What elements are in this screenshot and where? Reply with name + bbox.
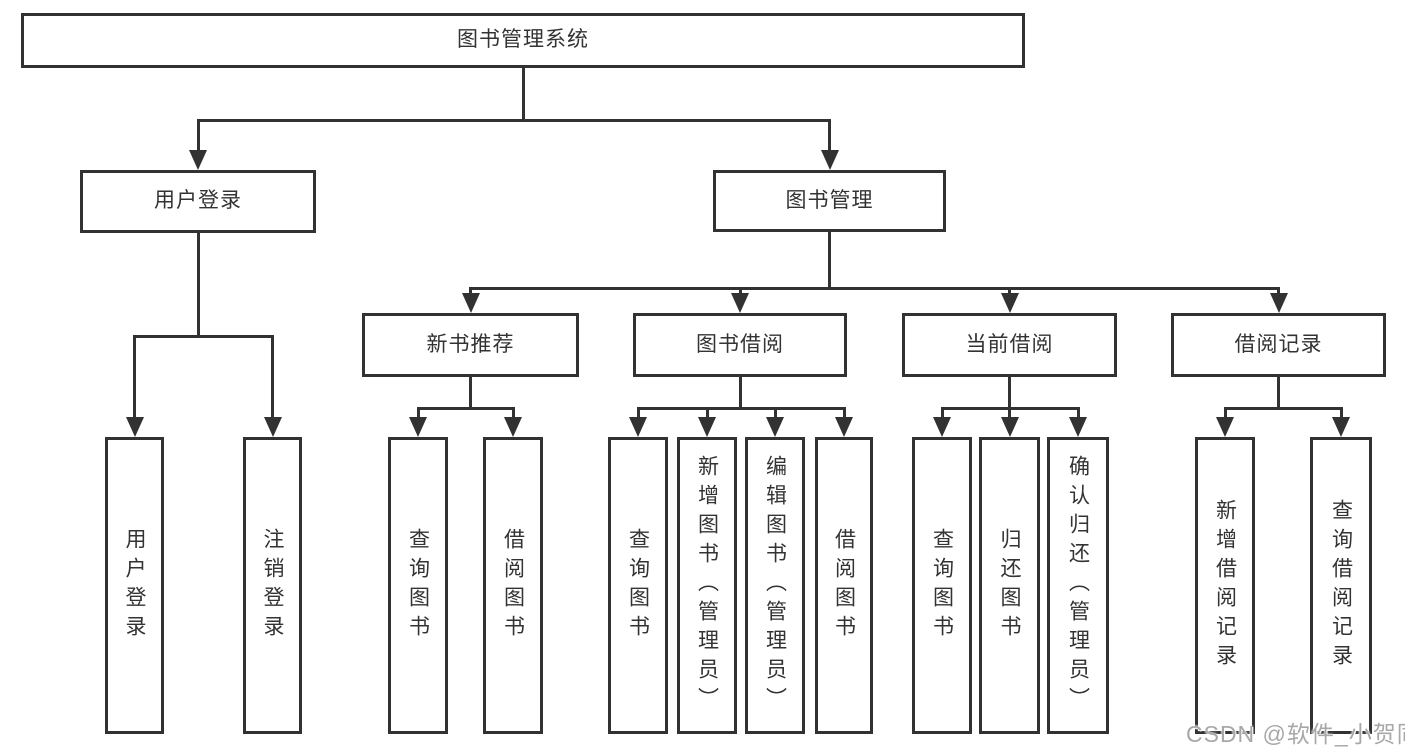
- connector-drop: [1277, 287, 1280, 293]
- connector-branch: [469, 287, 1280, 290]
- watermark: CSDN @软件_小贺同学: [1186, 721, 1405, 747]
- arrowhead-down: [263, 417, 282, 437]
- arrowhead-down: [461, 293, 480, 313]
- connector-drop: [828, 119, 831, 150]
- node-cb-return: 归还图书: [979, 437, 1040, 734]
- node-label: 用户登录: [123, 527, 146, 644]
- node-label: 借阅图书: [501, 527, 525, 644]
- node-br-add: 新增借阅记录: [1195, 437, 1255, 734]
- node-label: 归还图书: [998, 527, 1021, 644]
- node-bb-borrow: 借阅图书: [815, 437, 873, 734]
- connector-drop: [1223, 407, 1227, 417]
- node-label: 查询图书: [930, 527, 954, 644]
- node-new-book-rec: 新书推荐: [362, 313, 579, 377]
- connector-stem: [521, 68, 525, 119]
- node-nbr-borrow: 借阅图书: [483, 437, 543, 734]
- node-br-query: 查询借阅记录: [1310, 437, 1372, 734]
- arrowhead-down: [189, 150, 207, 170]
- arrowhead-down: [629, 417, 647, 437]
- arrowhead-down: [1069, 417, 1087, 437]
- connector-drop: [940, 407, 944, 417]
- connector-drop: [1076, 407, 1080, 417]
- connector-drop: [636, 407, 640, 417]
- connector-drop: [133, 335, 136, 417]
- node-label: 查询图书: [626, 527, 650, 644]
- connector-drop: [469, 287, 472, 293]
- connector-drop: [1339, 407, 1343, 417]
- node-label: 确认归还（管理员）: [1066, 455, 1090, 716]
- connector-drop: [773, 407, 777, 417]
- arrowhead-down: [504, 417, 522, 437]
- node-root: 图书管理系统: [21, 13, 1025, 68]
- connector-branch: [636, 407, 846, 410]
- node-bb-edit: 编辑图书（管理员）: [745, 437, 805, 734]
- node-label: 图书管理: [785, 188, 874, 212]
- node-current-borrow: 当前借阅: [902, 313, 1117, 377]
- arrowhead-down: [698, 417, 716, 437]
- connector-drop: [271, 335, 274, 417]
- node-label: 注销登录: [261, 527, 284, 644]
- node-label: 新增图书（管理员）: [695, 455, 719, 716]
- connector-drop: [511, 407, 515, 417]
- arrowhead-down: [1216, 417, 1234, 437]
- connector-stem: [196, 233, 200, 335]
- arrowhead-down: [1000, 293, 1019, 313]
- node-cb-query: 查询图书: [912, 437, 972, 734]
- connector-stem: [1277, 377, 1280, 407]
- connector-drop: [1008, 287, 1011, 293]
- connector-drop: [705, 407, 709, 417]
- connector-drop: [842, 407, 846, 417]
- node-borrow-record: 借阅记录: [1171, 313, 1386, 377]
- node-label: 查询借阅记录: [1329, 498, 1353, 673]
- connector-branch: [196, 119, 831, 122]
- connector-stem: [828, 232, 831, 287]
- node-nbr-query: 查询图书: [388, 437, 448, 734]
- node-book-mgmt: 图书管理: [713, 170, 946, 232]
- arrowhead-down: [1332, 417, 1350, 437]
- arrowhead-down: [1269, 293, 1288, 313]
- connector-branch: [416, 407, 515, 410]
- arrowhead-down: [933, 417, 951, 437]
- node-label: 编辑图书（管理员）: [763, 455, 787, 716]
- node-label: 新书推荐: [426, 332, 515, 356]
- connector-branch: [1223, 407, 1343, 410]
- node-bb-add: 新增图书（管理员）: [677, 437, 737, 734]
- connector-stem: [738, 377, 742, 407]
- node-label: 用户登录: [154, 189, 242, 213]
- node-label: 借阅记录: [1234, 332, 1323, 356]
- node-book-borrow: 图书借阅: [633, 313, 847, 377]
- connector-branch: [133, 335, 274, 338]
- arrowhead-down: [1000, 417, 1019, 437]
- connector-drop: [738, 287, 742, 293]
- node-label: 借阅图书: [832, 527, 856, 644]
- arrowhead-down: [125, 417, 144, 437]
- node-user-login-leaf: 用户登录: [105, 437, 164, 734]
- arrowhead-down: [409, 417, 427, 437]
- arrowhead-down: [835, 417, 853, 437]
- node-label: 图书借阅: [696, 332, 784, 356]
- connector-stem: [469, 377, 472, 407]
- node-label: 查询图书: [406, 527, 430, 644]
- arrowhead-down: [766, 417, 784, 437]
- connector-stem: [1008, 377, 1011, 407]
- node-label: 当前借阅: [965, 332, 1054, 356]
- node-cb-confirm: 确认归还（管理员）: [1047, 437, 1109, 734]
- node-label: 新增借阅记录: [1213, 498, 1237, 673]
- node-bb-query: 查询图书: [608, 437, 668, 734]
- arrowhead-down: [820, 150, 839, 170]
- node-user-login: 用户登录: [80, 170, 316, 233]
- connector-drop: [1008, 407, 1011, 417]
- arrowhead-down: [731, 293, 749, 313]
- node-logout-leaf: 注销登录: [243, 437, 302, 734]
- node-label: 图书管理系统: [457, 28, 589, 52]
- connector-drop: [196, 119, 200, 150]
- connector-drop: [416, 407, 420, 417]
